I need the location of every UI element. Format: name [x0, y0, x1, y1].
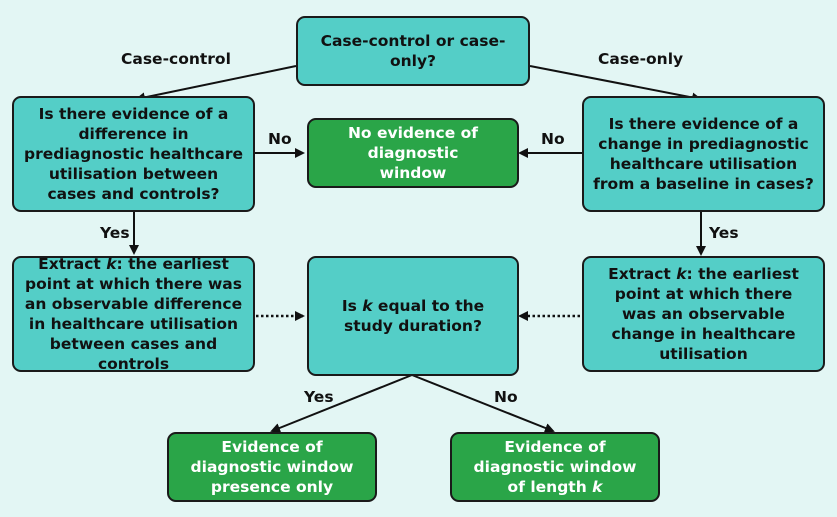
node-case-control-extract-k: Extract k: the earliest point at which t…: [12, 255, 255, 373]
label-k-no: No: [494, 388, 518, 406]
node-case-control-question: Is there evidence of a difference in pre…: [12, 96, 255, 212]
label-case-only: Case-only: [598, 50, 684, 68]
node-case-only-question: Is there evidence of a change in prediag…: [582, 96, 825, 212]
node-case-only-extract-k: Extract k: the earliest point at which t…: [582, 256, 825, 372]
label-co-yes: Yes: [709, 224, 739, 242]
k-variable: k: [592, 478, 603, 496]
label-k-yes: Yes: [304, 388, 334, 406]
label-case-control: Case-control: [121, 50, 231, 68]
k-variable: k: [676, 265, 687, 283]
edge-root-to-case-control: [135, 65, 297, 103]
k-variable: k: [362, 297, 373, 315]
node-evidence-length-k: Evidence of diagnostic window of length …: [450, 432, 660, 502]
k-variable: k: [106, 255, 117, 273]
label-co-no: No: [541, 130, 565, 148]
edge-k-no: [411, 374, 555, 433]
label-cc-no: No: [268, 130, 292, 148]
label-cc-yes: Yes: [100, 224, 130, 242]
node-case-control-or-case-only: Case-control or case-only?: [296, 16, 530, 86]
edge-k-yes: [270, 374, 413, 433]
node-k-equal-study-duration: Is k equal to the study duration?: [307, 256, 519, 376]
node-no-evidence-of-diagnostic-window: No evidence of diagnostic window: [307, 118, 519, 188]
node-evidence-presence-only: Evidence of diagnostic window presence o…: [167, 432, 377, 502]
edge-root-to-case-only: [529, 65, 702, 103]
